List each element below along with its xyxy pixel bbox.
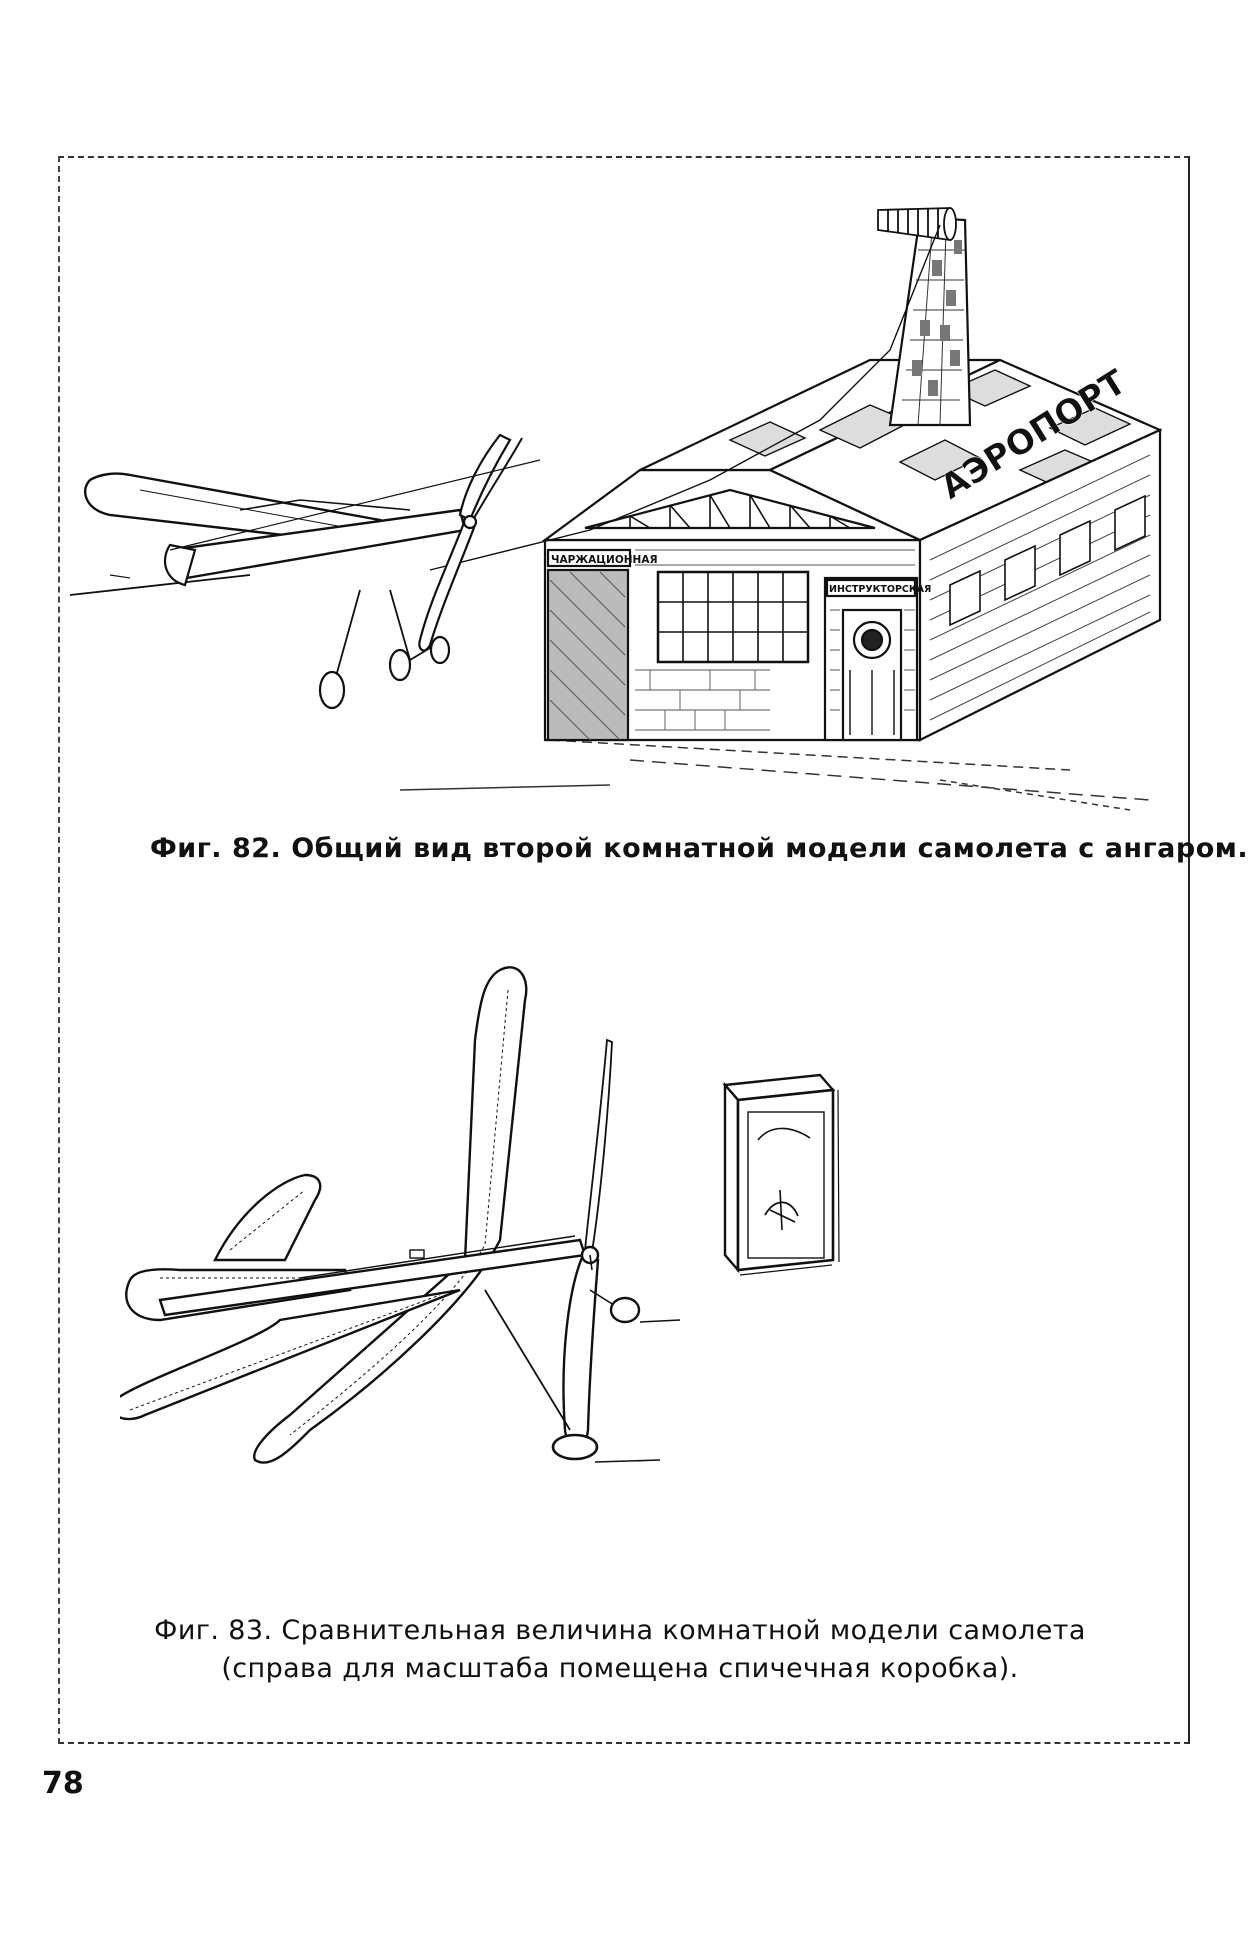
hangar: ЧАРЖАЦИОННАЯ ИНСТРУКТОРСКАЯ bbox=[429, 207, 1163, 742]
matchbox bbox=[722, 1073, 840, 1276]
aircraft-model-fig83 bbox=[120, 966, 681, 1464]
figure-83-caption-line2: (справа для масштаба помещена спичечная … bbox=[221, 1653, 1019, 1684]
figure-82-illustration: ЧАРЖАЦИОННАЯ ИНСТРУКТОРСКАЯ bbox=[70, 200, 1180, 820]
windsock bbox=[877, 207, 957, 242]
figure-83-caption: Фиг. 83. Сравнительная величина комнатно… bbox=[140, 1612, 1100, 1688]
ground-shadow bbox=[399, 739, 1151, 811]
sign-left-room: ЧАРЖАЦИОННАЯ bbox=[551, 554, 658, 566]
aircraft-model-fig82 bbox=[70, 433, 541, 710]
sign-instructor-room: ИНСТРУКТОРСКАЯ bbox=[829, 584, 931, 595]
page-frame bbox=[58, 156, 1190, 1744]
figure-82-caption: Фиг. 82. Общий вид второй комнатной моде… bbox=[150, 833, 1249, 864]
page-number: 78 bbox=[42, 1766, 84, 1801]
figure-83-caption-line1: Фиг. 83. Сравнительная величина комнатно… bbox=[154, 1615, 1086, 1646]
figure-83-illustration bbox=[120, 960, 1120, 1530]
